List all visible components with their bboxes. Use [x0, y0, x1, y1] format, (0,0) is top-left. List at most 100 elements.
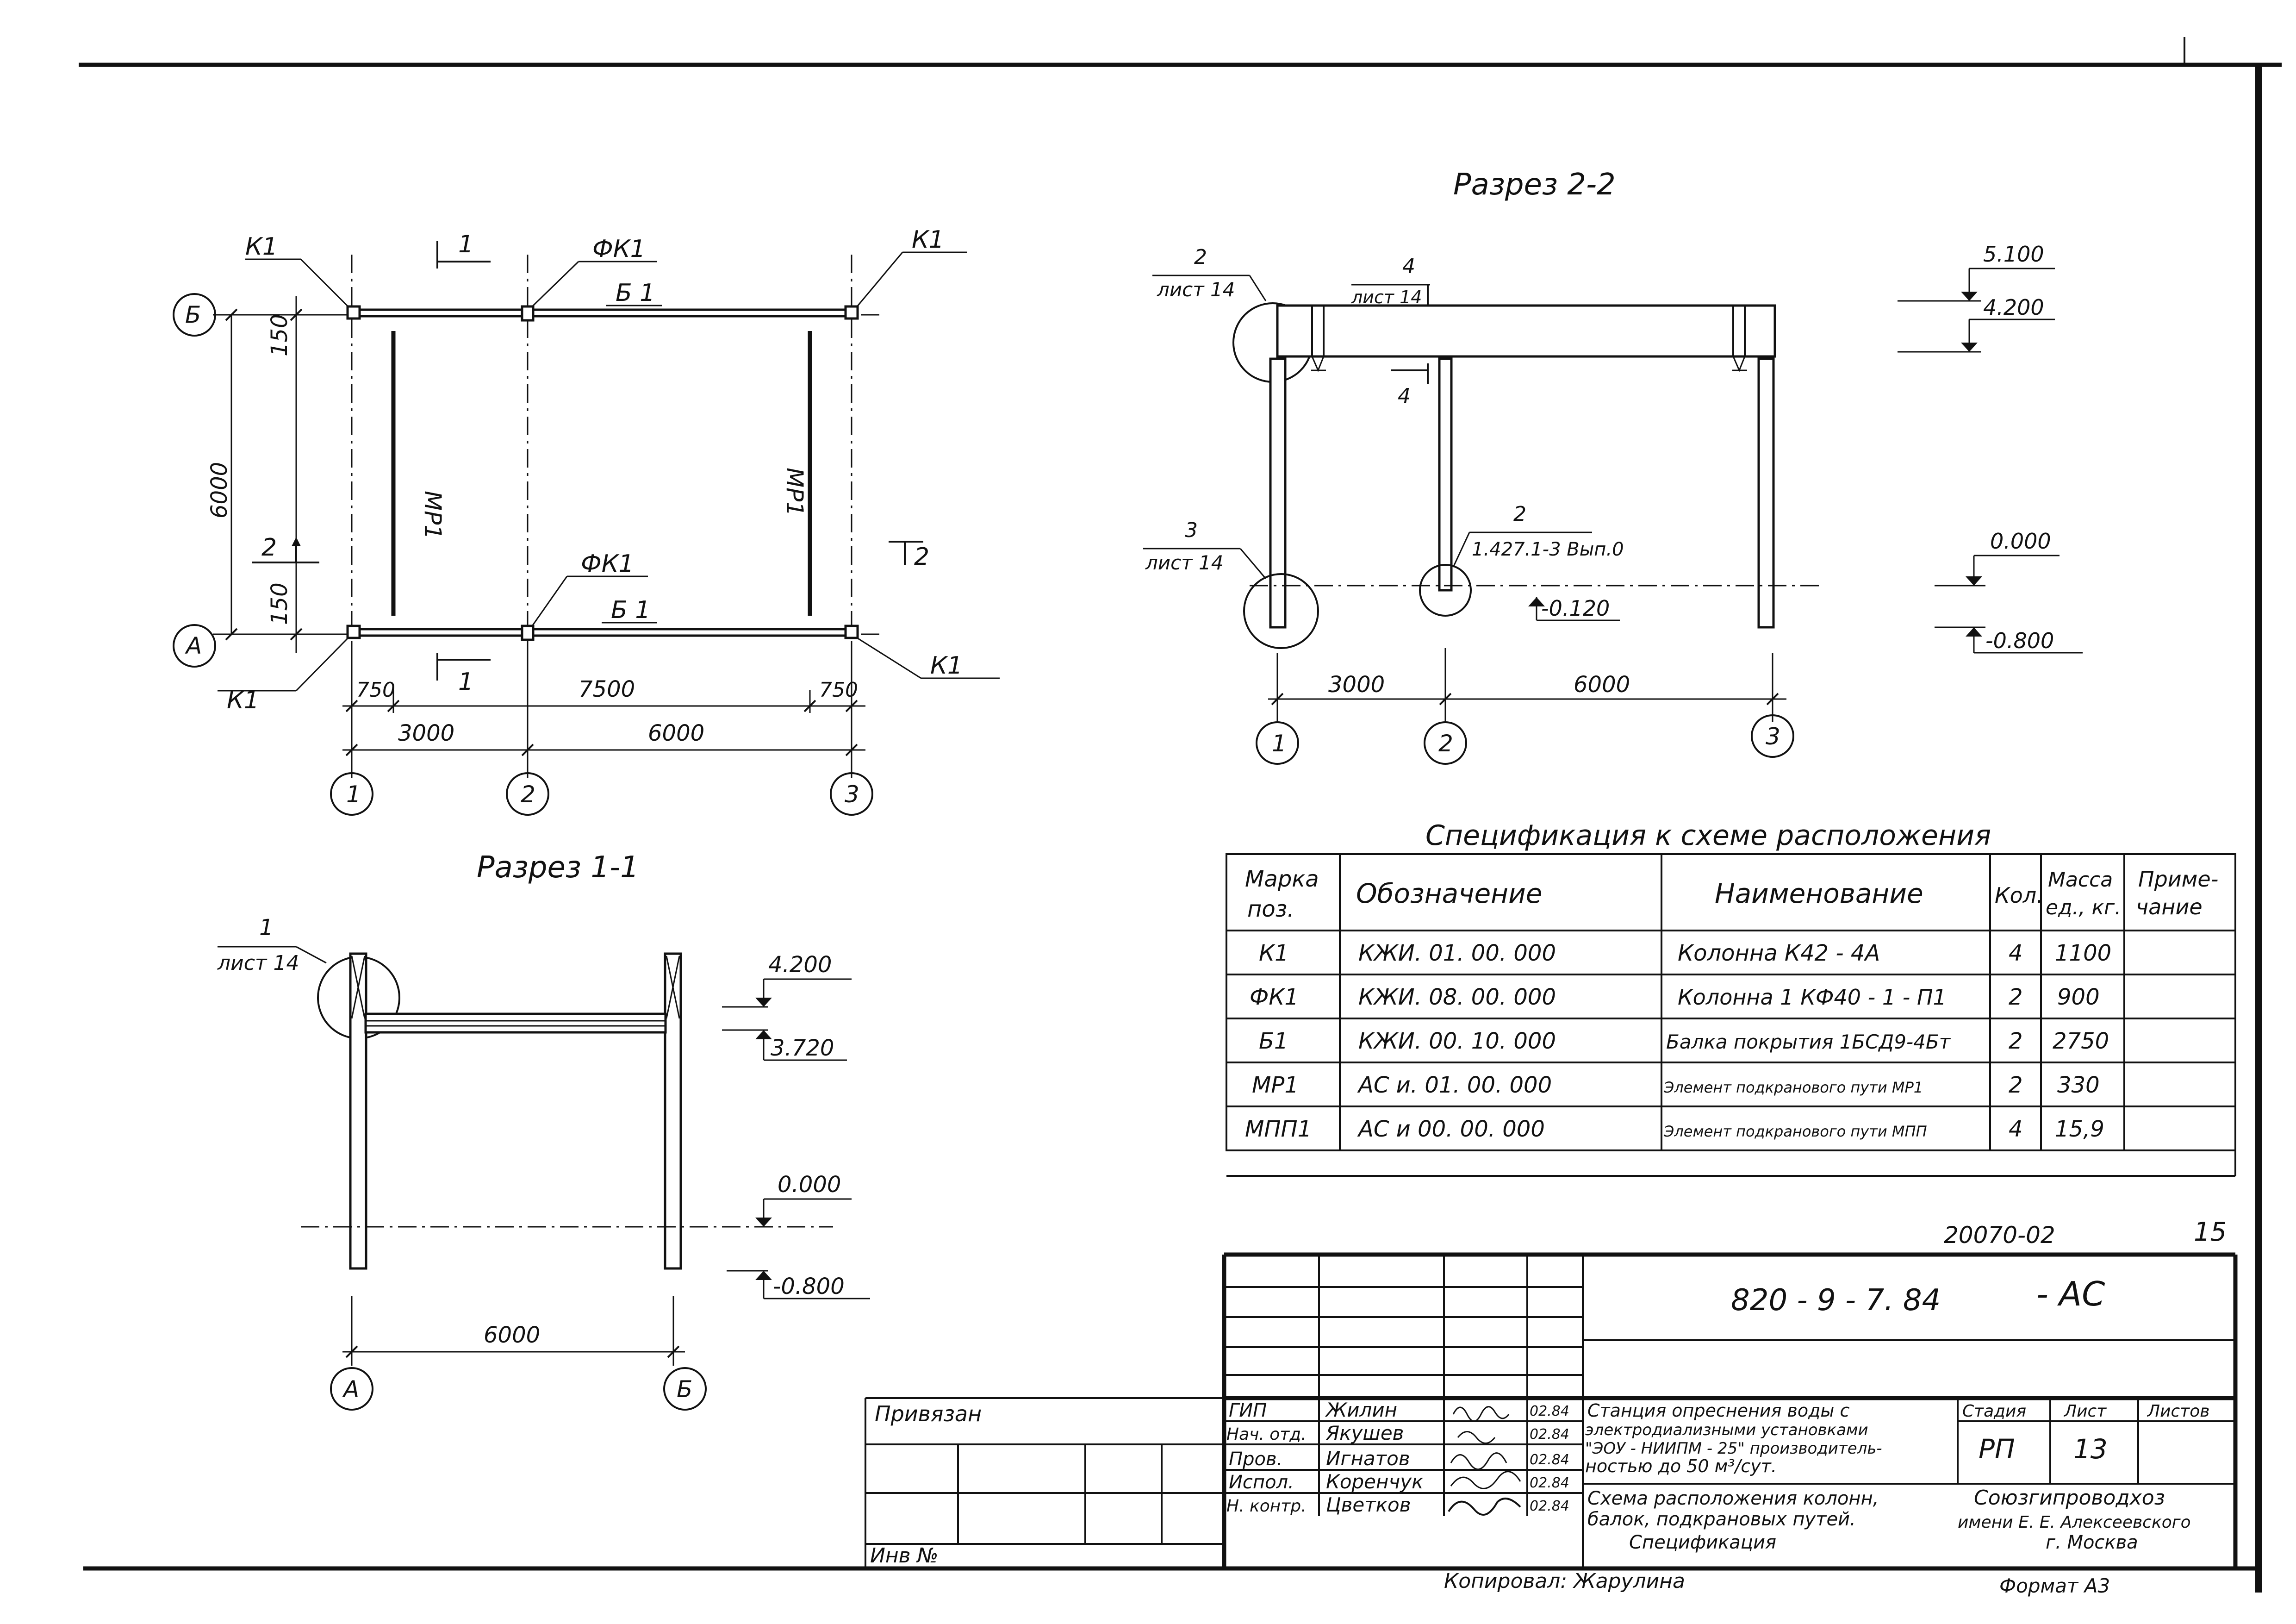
section-1-1-title: Разрез 1-1 — [477, 850, 639, 885]
dim-7500: 7500 — [579, 676, 635, 702]
column-k1 — [844, 625, 859, 639]
svg-text:-0.800: -0.800 — [1985, 628, 2054, 653]
level-minus-0800-s22: -0.800 — [1935, 626, 2083, 654]
svg-text:Колонна 1 КФ40 - 1 - П1: Колонна 1 КФ40 - 1 - П1 — [1678, 985, 1947, 1010]
svg-text:2: 2 — [261, 534, 277, 562]
spec-row: МР1 АС и. 01. 00. 000 Элемент подкраново… — [1252, 1072, 2100, 1098]
svg-text:А: А — [185, 632, 202, 659]
svg-text:Цветков: Цветков — [1326, 1493, 1411, 1516]
axis-bubble-3-s22: 3 — [1751, 714, 1794, 758]
section-mark-2-right: 2 — [889, 541, 929, 571]
document-suffix: - АС — [2036, 1274, 2105, 1313]
project-line: ностью до 50 м³/сут. — [1585, 1456, 1777, 1476]
svg-text:4: 4 — [1398, 384, 1411, 408]
level-4200-s22: 4.200 — [1898, 295, 2055, 353]
svg-text:2: 2 — [521, 781, 535, 808]
svg-text:Б: Б — [185, 301, 201, 328]
dim-6000-horizontal: 6000 — [648, 720, 704, 746]
svg-text:1: 1 — [458, 231, 473, 258]
axis-bubble-2-s22: 2 — [1424, 721, 1467, 765]
level-0000: 0.000 — [755, 1172, 852, 1227]
svg-text:Игнатов: Игнатов — [1326, 1447, 1410, 1470]
svg-text:Стадия: Стадия — [1962, 1402, 2026, 1421]
label-mr1-right: МР1 — [781, 468, 808, 516]
level-minus-0800: -0.800 — [727, 1270, 870, 1299]
svg-text:4: 4 — [1402, 255, 1415, 278]
dim-150-top: 150 — [267, 314, 292, 356]
axis-bubble-B: Б — [173, 293, 216, 337]
privyazan-label: Привязан — [875, 1401, 982, 1426]
spec-title: Спецификация к схеме расположения — [1425, 819, 1991, 852]
spec-header-qty: Кол. — [1995, 883, 2043, 908]
signature — [1452, 1406, 1510, 1422]
svg-text:2750: 2750 — [2053, 1028, 2109, 1054]
spec-row: ФК1 КЖИ. 08. 00. 000 Колонна 1 КФ40 - 1 … — [1250, 984, 2100, 1010]
level-5100: 5.100 — [1898, 242, 2055, 302]
dim-6000-vertical: 6000 — [206, 462, 232, 518]
label-b1-top: Б 1 — [616, 279, 655, 307]
section-2-2-title: Разрез 2-2 — [1453, 168, 1616, 202]
svg-text:2: 2 — [2009, 984, 2023, 1010]
label-mr1-left: МР1 — [419, 491, 446, 539]
svg-text:1: 1 — [346, 781, 361, 808]
svg-text:Б1: Б1 — [1259, 1028, 1288, 1054]
spec-row: К1 КЖИ. 01. 00. 000 Колонна К42 - 4А 4 1… — [1259, 940, 2111, 966]
svg-text:Балка покрытия 1БСД9-4Бт: Балка покрытия 1БСД9-4Бт — [1666, 1031, 1951, 1053]
label-b1-bottom: Б 1 — [611, 596, 650, 624]
svg-text:2: 2 — [1513, 502, 1526, 526]
title-block: 20070-02 15 Привязан — [865, 1217, 2238, 1597]
svg-text:2: 2 — [2009, 1028, 2023, 1054]
svg-text:900: 900 — [2057, 984, 2100, 1010]
svg-text:лист 14: лист 14 — [1145, 551, 1224, 574]
svg-text:Якушев: Якушев — [1325, 1422, 1404, 1444]
svg-text:02.84: 02.84 — [1530, 1426, 1569, 1443]
svg-text:Б: Б — [677, 1376, 692, 1403]
svg-text:КЖИ. 00. 10. 000: КЖИ. 00. 10. 000 — [1358, 1028, 1556, 1054]
column-k1 — [844, 305, 859, 320]
project-line: электродиализными установками — [1585, 1421, 1868, 1439]
svg-text:330: 330 — [2057, 1072, 2100, 1098]
axis-bubble-B-s11: Б — [663, 1367, 707, 1411]
dim-3000: 3000 — [398, 720, 454, 746]
svg-text:Нач. отд.: Нач. отд. — [1226, 1425, 1307, 1444]
svg-text:Листов: Листов — [2147, 1402, 2209, 1421]
axis-bubble-2: 2 — [506, 772, 549, 816]
drawing-title-line: Спецификация — [1629, 1532, 1776, 1553]
signature — [1450, 1471, 1521, 1489]
svg-text:Испол.: Испол. — [1229, 1472, 1294, 1493]
svg-text:4: 4 — [2009, 1116, 2023, 1142]
svg-text:02.84: 02.84 — [1530, 1452, 1569, 1468]
section-2-2-dim-6000: 6000 — [1574, 672, 1630, 698]
svg-text:4.200: 4.200 — [1983, 295, 2044, 320]
column-k1 — [346, 625, 361, 639]
label-k1-br: К1 — [930, 652, 963, 680]
svg-text:1.427.1-3 Вып.0: 1.427.1-3 Вып.0 — [1472, 539, 1624, 560]
org-line: Союзгипроводхоз — [1974, 1486, 2165, 1510]
label-fk1-top: ФК1 — [592, 235, 646, 263]
section-mark-2-left: 2 — [252, 534, 319, 563]
svg-text:2: 2 — [2009, 1072, 2023, 1098]
svg-text:02.84: 02.84 — [1530, 1403, 1569, 1419]
sheet-value: 13 — [2073, 1433, 2108, 1465]
svg-text:3.720: 3.720 — [771, 1035, 834, 1061]
signature — [1448, 1498, 1521, 1516]
svg-text:АС и 00. 00. 000: АС и 00. 00. 000 — [1357, 1116, 1545, 1142]
svg-text:ФК1: ФК1 — [1250, 984, 1299, 1010]
svg-text:Жилин: Жилин — [1325, 1399, 1397, 1421]
svg-text:02.84: 02.84 — [1530, 1475, 1569, 1491]
svg-text:2: 2 — [914, 543, 929, 571]
svg-text:Коренчук: Коренчук — [1326, 1470, 1424, 1493]
org-line: имени Е. Е. Алексеевского — [1958, 1513, 2191, 1532]
svg-text:Лист: Лист — [2063, 1402, 2107, 1421]
column-fk1 — [521, 625, 535, 641]
label-fk1-bottom: ФК1 — [581, 550, 634, 578]
svg-text:-0.800: -0.800 — [773, 1274, 845, 1299]
drawing-title-line: Схема расположения колонн, — [1587, 1488, 1879, 1509]
axis-bubble-1-s22: 1 — [1256, 721, 1299, 765]
format-label: Формат А3 — [1999, 1574, 2110, 1597]
level-3720: 3.720 — [722, 1029, 847, 1061]
label-k1-tl: К1 — [245, 233, 278, 261]
drawing-title-line: балок, подкрановых путей. — [1587, 1509, 1856, 1530]
svg-text:3: 3 — [1766, 723, 1780, 750]
